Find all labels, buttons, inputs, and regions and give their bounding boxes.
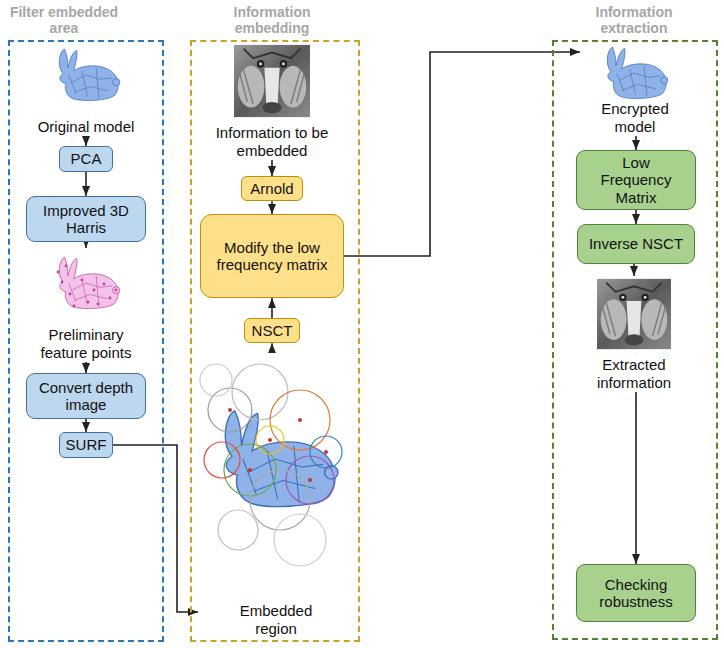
box-label: Low Frequency Matrix: [585, 154, 687, 206]
process-box: Low Frequency Matrix: [576, 150, 696, 210]
image-node: Embedded region: [198, 352, 354, 638]
flow-arrow: [271, 298, 273, 318]
box-label: Modify the low frequency matrix: [209, 239, 335, 274]
flow-arrow: [271, 201, 273, 214]
image-node: Preliminary feature points: [31, 248, 141, 362]
panel-heading: Filter embedded area: [4, 4, 124, 36]
image-caption: Information to be embedded: [213, 124, 331, 160]
stage-panel: Filter embedded areaOriginal modelPCAImp…: [8, 40, 164, 642]
flow-arrow: [635, 392, 637, 564]
panel-heading: Information embedding: [212, 4, 332, 36]
box-label: NSCT: [252, 322, 293, 339]
bunny-model: [59, 49, 120, 100]
feature-points-bunny: [57, 257, 120, 308]
image-caption: Embedded region: [231, 602, 321, 638]
process-box: PCA: [59, 146, 113, 172]
image-caption: Original model: [38, 118, 135, 136]
flow-arrow: [85, 136, 87, 146]
image-node: Encrypted model: [580, 40, 690, 136]
process-box: Improved 3D Harris: [26, 196, 146, 242]
image-node: Extracted information: [586, 276, 682, 392]
flow-arrow: [344, 52, 580, 256]
flow-arrow: [635, 136, 637, 150]
box-label: Arnold: [250, 180, 293, 197]
box-label: Inverse NSCT: [589, 235, 683, 252]
image-caption: Extracted information: [587, 356, 681, 392]
flow-arrow: [85, 172, 87, 196]
flow-arrow: [633, 264, 635, 276]
encrypted-bunny: [607, 47, 668, 98]
image-node: Information to be embedded: [212, 40, 332, 160]
image-node: Original model: [30, 40, 142, 136]
panel-heading: Information extraction: [574, 4, 694, 36]
process-box: SURF: [59, 432, 113, 458]
process-box: Checking robustness: [576, 564, 696, 622]
process-box: Modify the low frequency matrix: [200, 214, 344, 298]
flow-arrow: [113, 445, 198, 612]
process-box: Arnold: [241, 176, 303, 201]
box-label: PCA: [71, 150, 102, 167]
baboon-image: [234, 45, 310, 117]
process-box: NSCT: [244, 318, 300, 343]
flow-arrow: [85, 419, 87, 432]
embedded-region-bunny: [200, 364, 342, 566]
stage-panel: Information extractionEncrypted modelLow…: [552, 40, 718, 640]
stage-panel: Information embeddingInformation to be e…: [190, 40, 360, 642]
extracted-baboon: [597, 279, 671, 349]
flow-arrow: [85, 242, 87, 248]
process-box: Convert depth image: [26, 373, 146, 419]
flow-arrow: [271, 160, 273, 176]
flow-arrow: [271, 343, 273, 352]
image-caption: Encrypted model: [581, 100, 689, 136]
box-label: SURF: [66, 436, 107, 453]
box-label: Improved 3D Harris: [35, 202, 137, 237]
image-caption: Preliminary feature points: [32, 326, 140, 362]
flow-arrow: [635, 210, 637, 224]
process-box: Inverse NSCT: [577, 224, 695, 264]
box-label: Convert depth image: [35, 379, 137, 414]
flow-arrow: [85, 362, 87, 373]
box-label: Checking robustness: [585, 576, 687, 611]
